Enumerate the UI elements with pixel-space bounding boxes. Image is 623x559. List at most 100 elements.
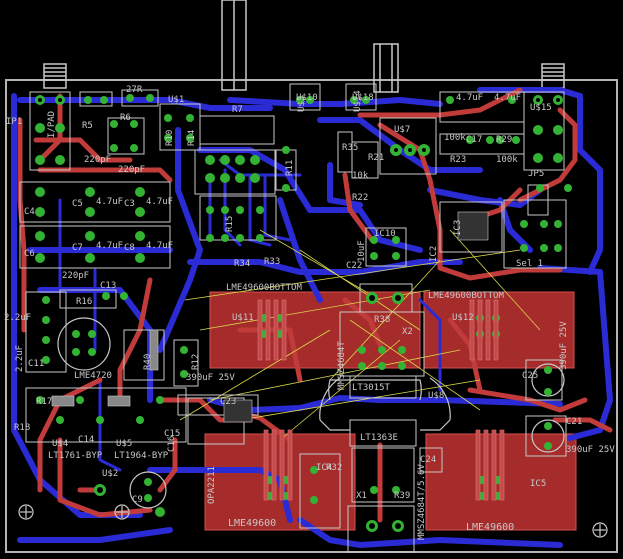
svg-text:C24: C24 xyxy=(420,455,436,465)
svg-text:U$11: U$11 xyxy=(232,313,254,323)
via-holes xyxy=(38,98,560,529)
svg-text:U$7: U$7 xyxy=(394,125,410,135)
svg-text:C3: C3 xyxy=(124,199,135,209)
svg-text:U$18: U$18 xyxy=(352,93,374,103)
svg-text:220pF: 220pF xyxy=(118,165,145,175)
svg-text:C25: C25 xyxy=(522,371,538,381)
svg-text:R39: R39 xyxy=(394,491,410,501)
svg-text:C14: C14 xyxy=(78,435,94,445)
svg-text:LME49600: LME49600 xyxy=(228,518,276,529)
svg-text:R38: R38 xyxy=(374,315,390,325)
svg-text:R5: R5 xyxy=(82,121,93,131)
svg-text:IP1: IP1 xyxy=(6,117,22,127)
svg-text:LT1761-BYP: LT1761-BYP xyxy=(48,451,103,461)
svg-text:4.7uF: 4.7uF xyxy=(146,197,173,207)
top-copper-traces xyxy=(17,87,613,523)
svg-text:C4: C4 xyxy=(24,207,35,217)
svg-text:LME4720: LME4720 xyxy=(74,371,112,381)
svg-text:LME49600: LME49600 xyxy=(466,522,514,533)
svg-text:OPA2211: OPA2211 xyxy=(207,466,217,504)
svg-text:U$12: U$12 xyxy=(452,313,474,323)
svg-text:IC2: IC2 xyxy=(429,246,439,262)
svg-text:I/PAD: I/PAD xyxy=(47,111,57,138)
svg-text:U$4: U$4 xyxy=(52,439,68,449)
svg-text:27R: 27R xyxy=(126,85,143,95)
svg-text:LT1363E: LT1363E xyxy=(360,433,398,443)
svg-text:JP5: JP5 xyxy=(528,169,544,179)
svg-text:R21: R21 xyxy=(368,153,384,163)
svg-text:10uF: 10uF xyxy=(357,240,367,262)
svg-text:10k: 10k xyxy=(352,171,369,181)
svg-text:2.2uF: 2.2uF xyxy=(4,313,31,323)
svg-text:IC4: IC4 xyxy=(316,463,332,473)
board-outline xyxy=(5,79,618,553)
svg-text:U$2: U$2 xyxy=(102,469,118,479)
svg-text:R33: R33 xyxy=(264,257,280,267)
svg-text:LME49600BOTTOM: LME49600BOTTOM xyxy=(428,291,504,301)
svg-text:4.7uF: 4.7uF xyxy=(96,197,123,207)
svg-text:C7: C7 xyxy=(72,243,83,253)
svg-text:100k: 100k xyxy=(496,155,518,165)
svg-text:U$14: U$14 xyxy=(353,90,363,112)
svg-text:X2: X2 xyxy=(402,327,413,337)
svg-text:C13: C13 xyxy=(100,281,116,291)
svg-text:R16: R16 xyxy=(76,297,92,307)
svg-text:R14: R14 xyxy=(187,130,197,146)
connector-stubs xyxy=(43,0,565,93)
svg-text:LT1964-BYP: LT1964-BYP xyxy=(114,451,169,461)
svg-text:100k: 100k xyxy=(444,133,466,143)
svg-text:C15: C15 xyxy=(164,429,180,439)
svg-text:Sel 1: Sel 1 xyxy=(516,259,543,269)
svg-text:R34: R34 xyxy=(234,259,250,269)
svg-text:IC3: IC3 xyxy=(453,220,463,236)
svg-text:R40: R40 xyxy=(143,354,153,370)
svg-text:U$10: U$10 xyxy=(296,93,318,103)
svg-text:R10: R10 xyxy=(165,130,175,146)
svg-text:MMSZ4684T/5.6V: MMSZ4684T/5.6V xyxy=(417,464,427,540)
silk-text: 27R R5 R6 220pF 220pF IP1 C4 C5 C3 C6 C7… xyxy=(4,85,615,533)
svg-text:IC5: IC5 xyxy=(530,479,546,489)
svg-text:390uF 25V: 390uF 25V xyxy=(186,373,235,383)
svg-text:4.7uF: 4.7uF xyxy=(146,241,173,251)
svg-text:390uF 25V: 390uF 25V xyxy=(559,321,569,370)
svg-text:R29: R29 xyxy=(496,135,512,145)
svg-text:U$15: U$15 xyxy=(530,103,552,113)
svg-text:IC10: IC10 xyxy=(374,229,396,239)
svg-text:X1: X1 xyxy=(356,491,367,501)
svg-text:LT3015T: LT3015T xyxy=(352,383,391,393)
svg-text:4.7uF: 4.7uF xyxy=(494,93,521,103)
svg-text:R35: R35 xyxy=(342,143,358,153)
svg-text:R32: R32 xyxy=(326,463,342,473)
svg-text:R18: R18 xyxy=(14,423,30,433)
svg-text:R11: R11 xyxy=(285,160,295,176)
svg-text:R12: R12 xyxy=(191,354,201,370)
svg-text:R23: R23 xyxy=(450,155,466,165)
svg-text:C6: C6 xyxy=(24,249,35,259)
svg-text:220pF: 220pF xyxy=(84,155,111,165)
svg-text:2.2uF: 2.2uF xyxy=(15,345,25,372)
smd-bodies xyxy=(51,211,489,423)
svg-text:C23: C23 xyxy=(220,397,236,407)
svg-text:R7: R7 xyxy=(232,105,243,115)
svg-text:C8: C8 xyxy=(124,243,135,253)
svg-text:C5: C5 xyxy=(72,199,83,209)
svg-text:R22: R22 xyxy=(352,193,368,203)
svg-text:220pF: 220pF xyxy=(62,271,89,281)
bottom-copper-traces xyxy=(11,87,613,548)
silk-text-rotated: I/PAD R10 R14 R15 R11 U$3 U$14 10uF IC2 … xyxy=(15,90,569,540)
svg-text:C22: C22 xyxy=(346,261,362,271)
svg-text:C11: C11 xyxy=(28,359,44,369)
svg-text:C21: C21 xyxy=(566,417,582,427)
svg-text:U$8: U$8 xyxy=(428,391,444,401)
svg-text:390uF 25V: 390uF 25V xyxy=(566,445,615,455)
svg-text:R6: R6 xyxy=(120,113,131,123)
svg-text:4.7uF: 4.7uF xyxy=(456,93,483,103)
svg-text:U$3: U$3 xyxy=(297,96,307,112)
svg-text:C9: C9 xyxy=(132,495,143,505)
svg-text:U$5: U$5 xyxy=(116,439,132,449)
svg-text:4.7uF: 4.7uF xyxy=(96,241,123,251)
lme-pins xyxy=(257,299,505,501)
svg-text:C17: C17 xyxy=(466,135,482,145)
svg-text:MMSZ4684T: MMSZ4684T xyxy=(337,341,347,390)
